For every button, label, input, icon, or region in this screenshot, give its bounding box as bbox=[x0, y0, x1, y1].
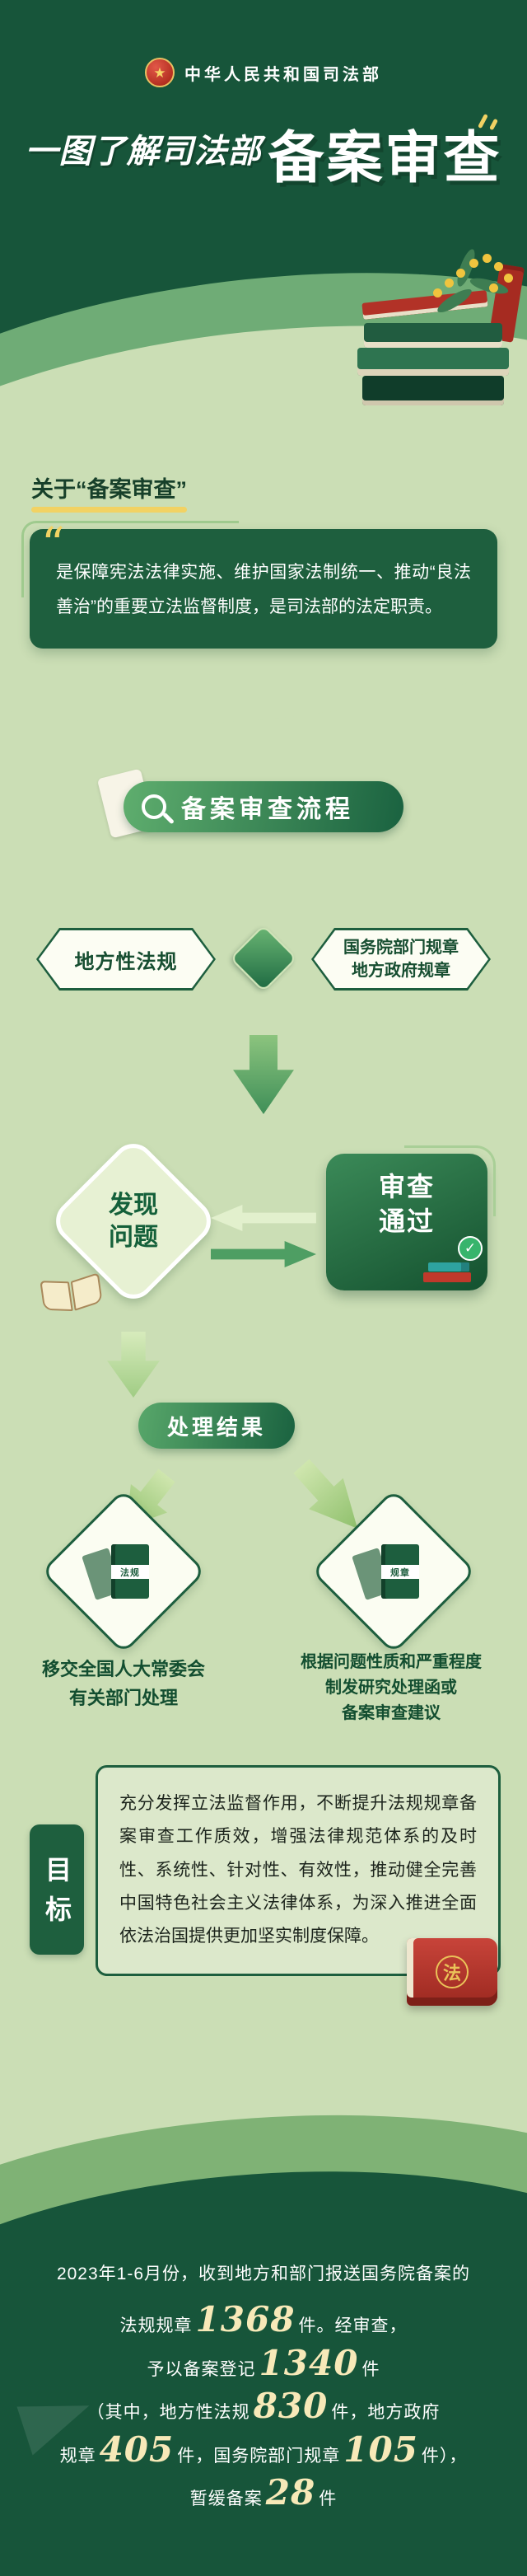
footer-dark-background bbox=[0, 2357, 527, 2576]
book-slab-3 bbox=[362, 376, 504, 405]
stats-text: 件。经审查， bbox=[298, 2316, 408, 2335]
national-emblem-icon: ★ bbox=[145, 58, 175, 87]
stats-line-1: 2023年1-6月份，收到地方和部门报送国务院备案的 bbox=[0, 2261, 527, 2296]
book-page-left bbox=[40, 1281, 73, 1312]
about-definition-box: “ 是保障宪法法律实施、维护国家法制统一、推动“良法善治”的重要立法监督制度，是… bbox=[21, 521, 497, 649]
red-law-book-icon: 法 bbox=[407, 1938, 497, 2006]
regulation-book-icon: 规章 bbox=[352, 1544, 419, 1600]
book-slab-1 bbox=[364, 323, 502, 348]
law-book-icon: 法规 bbox=[82, 1544, 149, 1600]
stats-text: 件 bbox=[361, 2359, 380, 2379]
open-book-icon bbox=[39, 1272, 105, 1318]
found-problem-label: 发现 问题 bbox=[109, 1192, 158, 1251]
flower-dot bbox=[483, 254, 492, 263]
flower-dot bbox=[433, 288, 442, 297]
flower-dot bbox=[469, 259, 478, 268]
stat-number-filed: 1368 bbox=[195, 2299, 296, 2339]
stats-text: 予以备案登记 bbox=[147, 2359, 256, 2379]
stat-number-local-gov-rules: 405 bbox=[99, 2428, 175, 2470]
result-banner: 处理结果 bbox=[138, 1403, 295, 1449]
ministry-name: 中华人民共和国司法部 bbox=[184, 65, 382, 84]
process-banner-title: 备案审查流程 bbox=[181, 796, 354, 823]
flower-dot bbox=[494, 262, 503, 271]
hexagon-fill bbox=[314, 930, 488, 988]
stats-text: 件）， bbox=[421, 2446, 468, 2466]
process-section-banner: 备案审查流程 bbox=[124, 781, 403, 832]
book-front: 规章 bbox=[381, 1544, 419, 1599]
book-label: 法规 bbox=[111, 1565, 149, 1579]
merge-diamond-icon bbox=[229, 924, 298, 993]
stats-text: 件 bbox=[319, 2489, 338, 2508]
stat-number-deferred: 28 bbox=[265, 2472, 316, 2513]
book-front: 法规 bbox=[111, 1544, 149, 1599]
quote-mark-icon: “ bbox=[41, 518, 65, 572]
source-left-label: 地方性法规 bbox=[74, 950, 178, 973]
branch-node-right-inner: 规章 bbox=[338, 1515, 450, 1628]
about-label-term: “备案审查” bbox=[76, 477, 187, 502]
about-body-text: 是保障宪法法律实施、维护国家法制统一、推动“良法善治”的重要立法监督制度，是司法… bbox=[56, 563, 471, 617]
about-section-label: 关于“备案审查” bbox=[31, 471, 187, 513]
check-icon: ✓ bbox=[458, 1236, 483, 1261]
stats-text: 件，国务院部门规章 bbox=[177, 2446, 341, 2466]
title-main-part: 备案审查 bbox=[268, 127, 502, 190]
magnifier-icon bbox=[142, 794, 166, 819]
book-slab-red bbox=[423, 1272, 471, 1282]
law-seal-icon: 法 bbox=[436, 1955, 469, 1988]
title-script-part: 一图了解司法部 bbox=[25, 132, 262, 171]
stats-text: 法规规章 bbox=[119, 2316, 193, 2335]
book-label: 规章 bbox=[381, 1565, 419, 1579]
book-slab-teal bbox=[428, 1262, 469, 1272]
flower-dot bbox=[489, 283, 498, 293]
book-slab-2 bbox=[357, 348, 509, 376]
source-node-department-rules: 国务院部门规章 地方政府规章 bbox=[311, 928, 491, 991]
branch-node-left: 法规 bbox=[40, 1488, 207, 1655]
left-arrow-icon bbox=[211, 1205, 316, 1231]
source-right-label: 国务院部门规章 地方政府规章 bbox=[343, 939, 459, 980]
stats-text: 件，地方政府 bbox=[331, 2403, 441, 2422]
title-accent-ticks bbox=[478, 113, 504, 135]
ministry-brand: ★ 中华人民共和国司法部 bbox=[0, 58, 527, 87]
branch-right-description: 根据问题性质和严重程度 制发研究处理函或 备案审查建议 bbox=[301, 1653, 482, 1722]
source-node-local-regulations: 地方性法规 bbox=[36, 928, 216, 991]
process-banner-wrap: 备案审查流程 bbox=[0, 768, 527, 844]
stat-number-local-regulations: 830 bbox=[253, 2386, 329, 2426]
about-label-prefix: 关于 bbox=[31, 477, 76, 502]
stat-number-department-rules: 105 bbox=[343, 2428, 418, 2470]
flower-dot bbox=[445, 279, 454, 288]
down-arrow-icon bbox=[107, 1332, 160, 1398]
stats-text: 暂缓备案 bbox=[189, 2489, 263, 2508]
flower-decoration bbox=[431, 247, 524, 331]
right-arrow-icon bbox=[211, 1241, 316, 1267]
books-stack-decoration bbox=[352, 264, 525, 438]
stats-text: （其中，地方性法规 bbox=[86, 2403, 250, 2422]
books-check-icon: ✓ bbox=[423, 1236, 483, 1282]
review-pass-node: 审查 通过 ✓ bbox=[326, 1145, 497, 1290]
goal-section-label: 目标 bbox=[30, 1824, 84, 1955]
page-title: 一图了解司法部备案审查 bbox=[0, 112, 527, 194]
hexagon-fill bbox=[39, 930, 213, 988]
review-pass-label: 审查 通过 bbox=[378, 1172, 435, 1236]
stats-text: 规章 bbox=[59, 2446, 96, 2466]
branch-node-left-inner: 法规 bbox=[68, 1515, 180, 1628]
stat-number-registered: 1340 bbox=[259, 2342, 359, 2383]
flower-dot bbox=[456, 269, 465, 278]
stats-text: 2023年1-6月份，收到地方和部门报送国务院备案的 bbox=[56, 2265, 471, 2283]
down-arrow-icon bbox=[233, 1035, 294, 1114]
flower-dot bbox=[504, 274, 513, 283]
branch-left-description: 移交全国人大常委会 有关部门处理 bbox=[41, 1659, 205, 1709]
book-page-right bbox=[70, 1272, 103, 1311]
